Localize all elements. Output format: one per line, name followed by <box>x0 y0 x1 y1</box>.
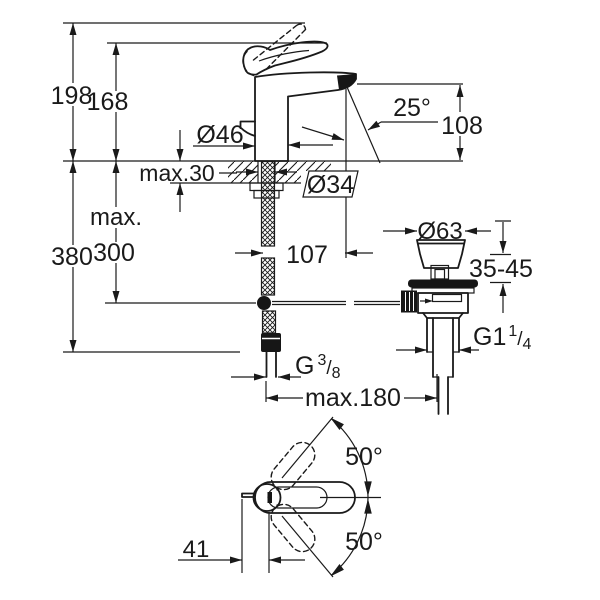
dim-clamping-range: 35-45 <box>469 255 533 283</box>
dim-lever-offset: 41 <box>183 536 210 563</box>
rod-ball-joint <box>257 296 271 310</box>
dim-deck-thickness: max.30 <box>139 160 214 186</box>
dim-spout-angle: 25° <box>393 94 431 122</box>
dim-lever-height: 168 <box>87 88 129 116</box>
dim-spout-height: 108 <box>441 112 483 140</box>
dim-body-diameter: Ø46 <box>196 121 243 149</box>
dimension-labels: 198 168 max. 380 300 max.30 Ø46 Ø34 107 … <box>51 82 533 563</box>
dim-swivel-upper: 50° <box>345 443 383 471</box>
dim-waste-flange-diameter: Ø63 <box>417 218 462 245</box>
dim-total-height: 198 <box>51 82 93 110</box>
dim-rod-depth: 300 <box>93 239 135 267</box>
spout-tab <box>241 492 255 498</box>
label-backgrounds <box>52 83 483 267</box>
dim-hose-depth: 380 <box>51 243 93 271</box>
dim-hole-diameter: Ø34 <box>307 171 354 199</box>
popup-pull-knob <box>239 120 256 137</box>
top-view-dimensions <box>178 416 381 578</box>
top-view <box>178 416 381 578</box>
hole-label-box <box>302 170 359 198</box>
faucet-body <box>239 23 357 162</box>
dim-swivel-lower: 50° <box>345 528 383 556</box>
waste-flange <box>408 279 478 288</box>
aerator-tip <box>337 74 356 90</box>
supply-nut <box>261 333 281 352</box>
popup-rod <box>105 296 400 310</box>
lever-raised-dashed <box>242 23 307 77</box>
dim-spout-reach: 107 <box>286 241 328 269</box>
popup-waste <box>401 239 478 415</box>
supply-hose-assembly <box>249 160 284 378</box>
dim-hose-waste-distance: max.180 <box>305 384 401 412</box>
rod-adjuster-knob <box>401 290 417 313</box>
dim-max-label: max. <box>90 204 142 231</box>
lever-handle <box>242 40 329 76</box>
